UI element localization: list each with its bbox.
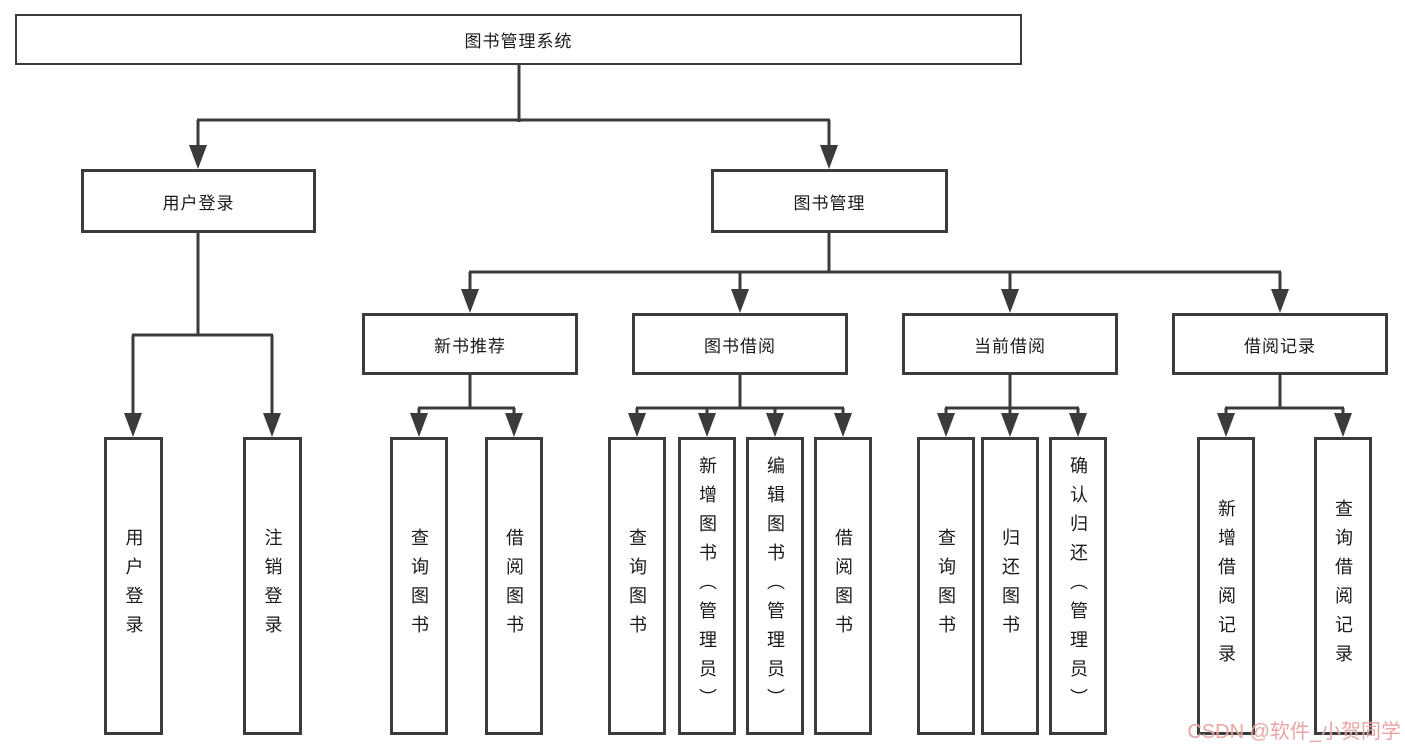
node-book-borrowing-label: 图书借阅 [704,336,776,356]
leaf-logout: 注销登录 [243,437,302,735]
leaf-query-books-current: 查询图书 [917,437,975,735]
leaf-query-borrow-record: 查询借阅记录 [1314,437,1372,735]
leaf-return-book: 归还图书 [981,437,1039,735]
leaf-user-login: 用户登录 [104,437,163,735]
node-book-management-label: 图书管理 [793,193,866,213]
leaf-add-book-admin-label: 新增图书（管理员） [697,455,717,717]
node-user-login: 用户登录 [81,169,316,233]
leaf-confirm-return-admin-label: 确认归还（管理员） [1068,455,1088,717]
leaf-edit-book-admin-label: 编辑图书（管理员） [765,455,785,717]
node-root-label: 图书管理系统 [464,32,573,51]
leaf-add-borrow-record: 新增借阅记录 [1197,437,1255,735]
leaf-query-borrow-record-label: 查询借阅记录 [1333,499,1353,673]
leaf-borrow-books-borrowing-label: 借阅图书 [833,528,853,644]
node-current-borrowing: 当前借阅 [902,313,1118,375]
node-borrowing-records: 借阅记录 [1172,313,1388,375]
leaf-add-borrow-record-label: 新增借阅记录 [1216,499,1236,673]
leaf-borrow-books-recommend: 借阅图书 [485,437,543,735]
leaf-query-books-borrowing: 查询图书 [608,437,666,735]
node-book-borrowing: 图书借阅 [632,313,848,375]
node-new-book-recommend: 新书推荐 [362,313,578,375]
node-current-borrowing-label: 当前借阅 [974,336,1046,356]
leaf-borrow-books-recommend-label: 借阅图书 [504,528,524,644]
leaf-user-login-label: 用户登录 [123,528,144,644]
node-book-management: 图书管理 [711,169,948,233]
leaf-borrow-books-borrowing: 借阅图书 [814,437,872,735]
csdn-watermark: CSDN @软件_小贺同学 [1187,721,1401,743]
leaf-query-books-recommend: 查询图书 [390,437,448,735]
node-borrowing-records-label: 借阅记录 [1244,336,1316,356]
arrowheads [124,145,1352,437]
node-root-system: 图书管理系统 [15,14,1022,65]
leaf-edit-book-admin: 编辑图书（管理员） [746,437,804,735]
node-user-login-label: 用户登录 [162,193,235,213]
leaf-confirm-return-admin: 确认归还（管理员） [1049,437,1107,735]
node-new-book-recommend-label: 新书推荐 [434,336,506,356]
leaf-query-books-current-label: 查询图书 [936,528,956,644]
leaf-logout-label: 注销登录 [262,528,283,644]
leaf-query-books-borrowing-label: 查询图书 [627,528,647,644]
leaf-add-book-admin: 新增图书（管理员） [678,437,736,735]
leaf-return-book-label: 归还图书 [1000,528,1020,644]
leaf-query-books-recommend-label: 查询图书 [409,528,429,644]
